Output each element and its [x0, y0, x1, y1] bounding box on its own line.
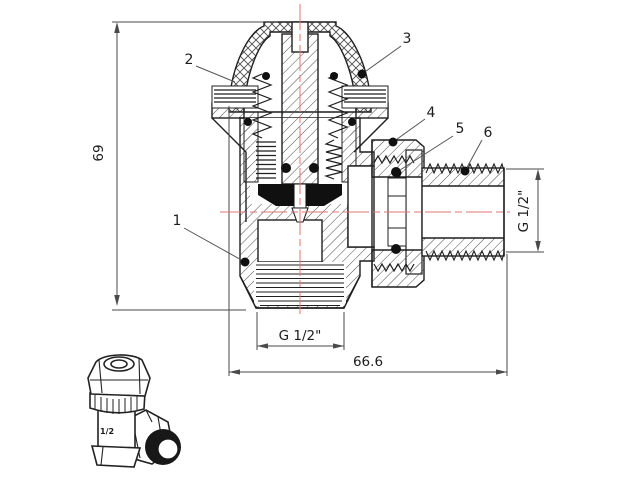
callout-dot	[460, 166, 470, 176]
dim-side-thread	[506, 168, 544, 253]
photo-cap-button	[110, 359, 128, 369]
dim-overall-width-label: 66.6	[353, 354, 383, 370]
spring-left	[251, 73, 273, 139]
side-port-bore	[347, 165, 375, 248]
product-marking: 1/2	[100, 427, 114, 436]
photo-thread-end	[157, 438, 179, 460]
arrow-up	[114, 22, 120, 33]
valve-cross-section	[211, 21, 505, 309]
callout-3	[357, 45, 402, 79]
callout-dot	[357, 69, 367, 79]
product-photo: 1/2	[87, 354, 181, 468]
nut-o-ring-bottom	[391, 244, 401, 254]
callout-3-label: 3	[403, 31, 412, 47]
chamfer-left	[239, 275, 257, 309]
callout-2	[195, 65, 236, 83]
seat-seal-left	[258, 184, 294, 206]
tailpiece-thread-bottom	[425, 249, 505, 262]
arrow-down	[114, 295, 120, 306]
callout-dot	[240, 257, 250, 267]
dim-bottom-thread	[256, 312, 345, 350]
callout-5	[392, 135, 454, 178]
callout-dot	[388, 137, 398, 147]
callout-2-label: 2	[185, 52, 194, 68]
spring-adjuster-ribs	[256, 141, 276, 179]
o-rings	[244, 72, 356, 173]
dim-overall-width	[228, 106, 508, 376]
nut-seal-top	[373, 154, 415, 165]
callout-5-label: 5	[456, 121, 465, 137]
callout-dot	[392, 168, 402, 178]
cap-gland-right	[341, 85, 389, 109]
dim-bottom-thread-label: G 1/2"	[279, 328, 322, 344]
callout-4-label: 4	[427, 105, 436, 121]
nut-seal-bottom	[373, 262, 415, 273]
chamfer-right	[343, 275, 361, 309]
cap-gland-left	[211, 85, 259, 109]
dim-height	[112, 21, 278, 311]
callout-1	[183, 227, 250, 267]
seat-seal-right	[306, 184, 342, 206]
spring-right	[327, 73, 349, 139]
arrow-right	[496, 369, 507, 375]
arrow-down	[535, 241, 541, 252]
dim-side-thread-label: G 1/2"	[516, 190, 532, 233]
photo-foot	[90, 445, 142, 468]
callout-1-label: 1	[173, 213, 182, 229]
arrow-left	[257, 343, 268, 349]
callout-6-label: 6	[484, 125, 493, 141]
arrow-right	[333, 343, 344, 349]
dim-height-label: 69	[91, 144, 107, 161]
callout-6	[460, 139, 483, 176]
arrow-up	[535, 169, 541, 180]
bottom-bore	[257, 219, 323, 263]
body-shoulder-right	[353, 117, 389, 153]
spring-lower-right	[323, 139, 343, 180]
arrow-left	[229, 369, 240, 375]
photo-collar-ribs	[94, 395, 138, 414]
callout-4	[388, 118, 426, 147]
